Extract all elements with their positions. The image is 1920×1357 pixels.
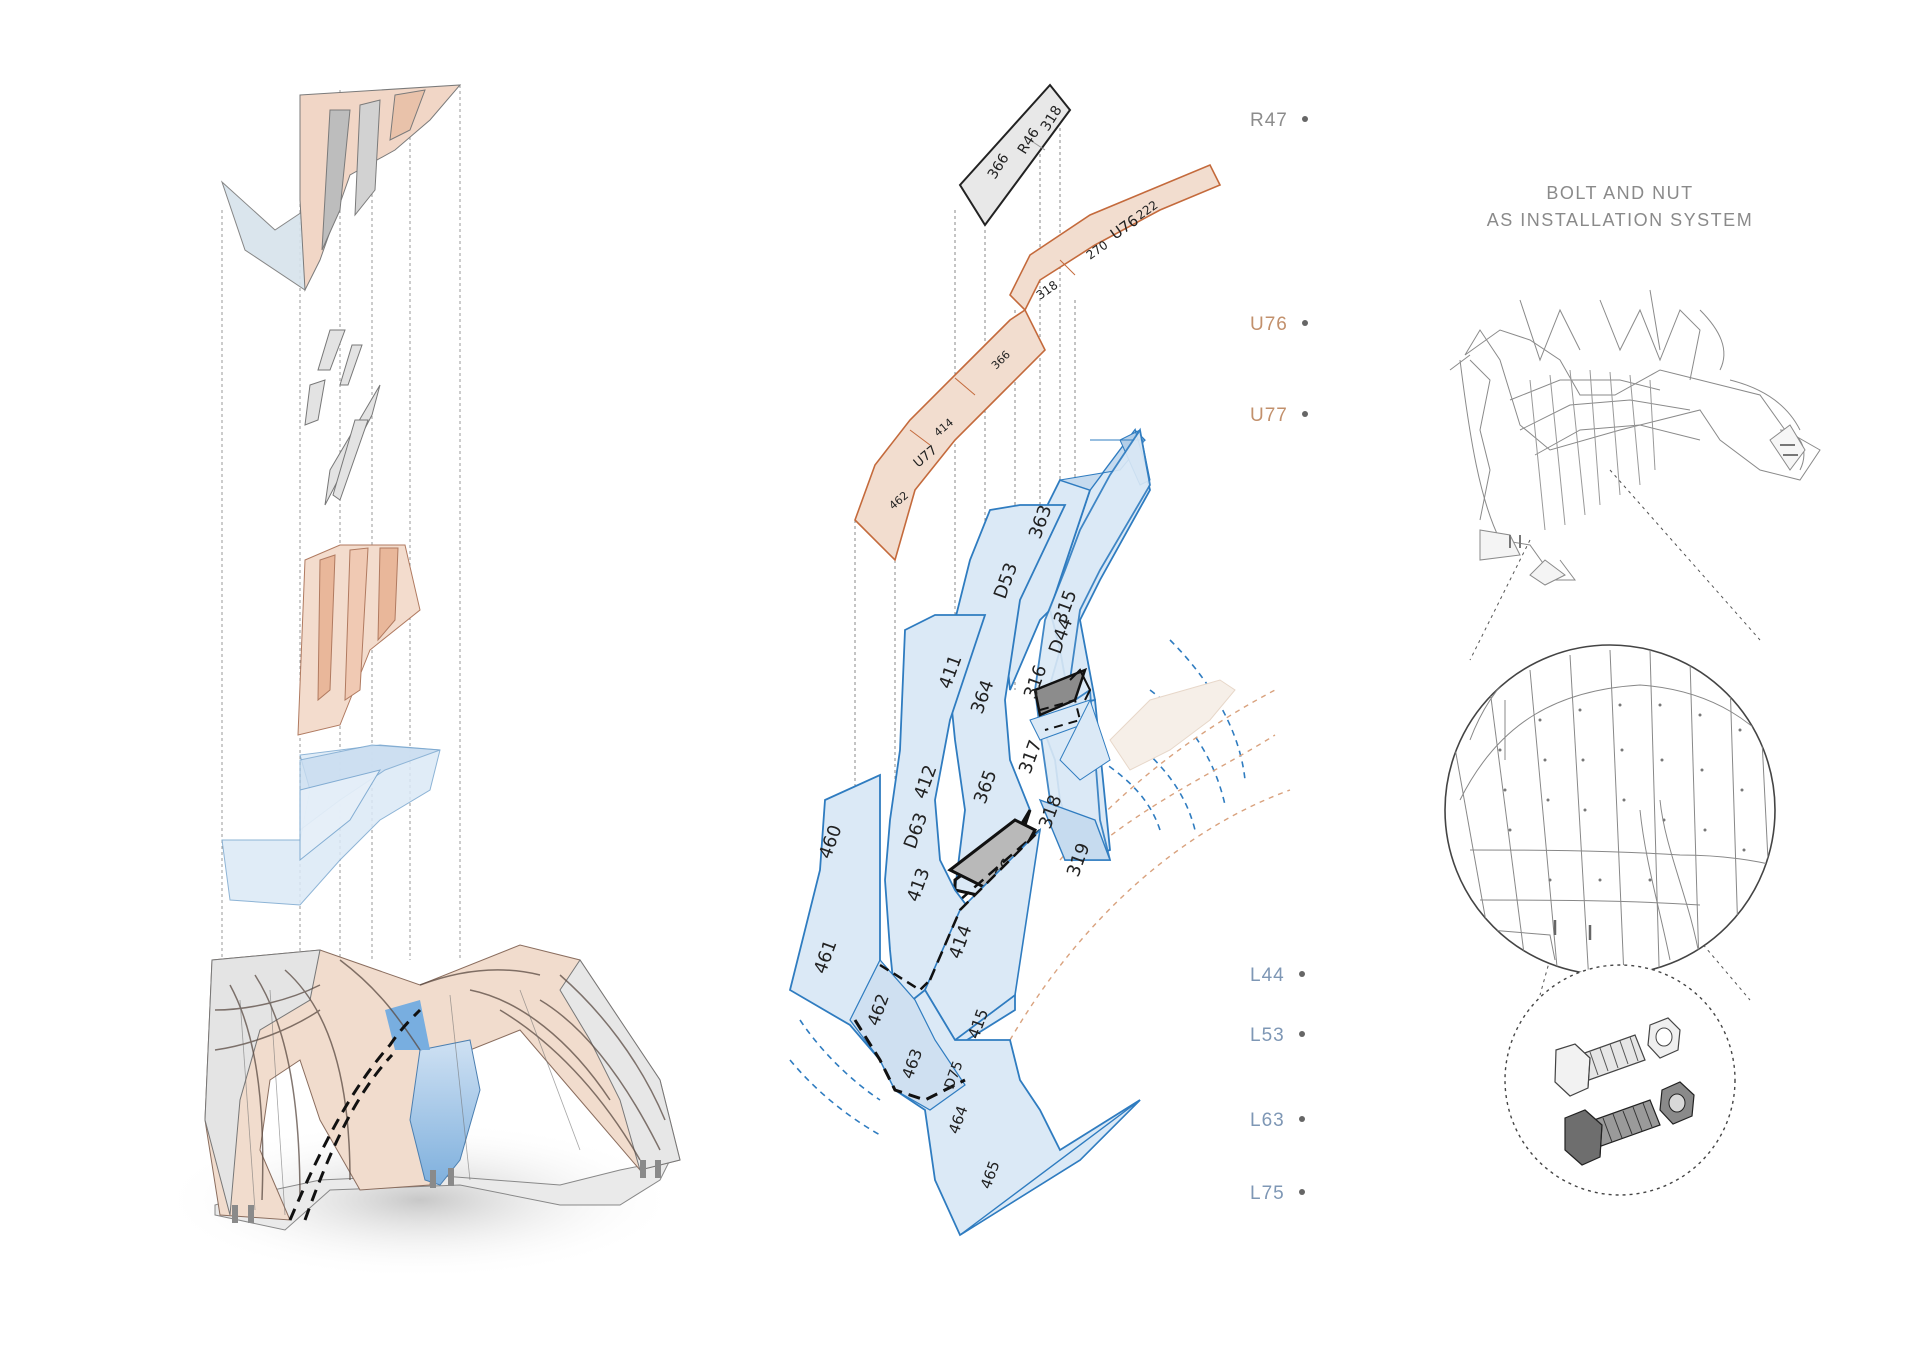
strip-l75: 460 461 462 463 D75 464 465 — [788, 773, 1141, 1237]
strip-r47: 366 R46 318 — [958, 83, 1072, 227]
label-dot — [1298, 1115, 1305, 1122]
strip-label-text: L63 — [1250, 1110, 1285, 1131]
panel-label: 317 — [1015, 737, 1046, 776]
strip-label-l53: L53 — [1250, 1025, 1305, 1047]
label-dot — [1301, 410, 1308, 417]
strip-label-l75: L75 — [1250, 1183, 1305, 1205]
detail-group — [1444, 289, 1821, 1196]
nut-icon — [1659, 1081, 1695, 1125]
strip-label-text: L44 — [1250, 965, 1285, 986]
strip-u77: 462 U77 414 366 — [854, 308, 1046, 562]
pavilion-group — [160, 84, 681, 1280]
strip-label-text: U76 — [1250, 314, 1288, 335]
strip-label-text: L75 — [1250, 1183, 1285, 1204]
strip-label-r47: R47 — [1250, 110, 1308, 132]
strip-u76: 318 270 U76 222 — [1009, 163, 1222, 312]
ground-shadow — [160, 1120, 680, 1280]
label-dot — [1301, 115, 1308, 122]
panel-detail-circle — [1444, 644, 1776, 976]
exploded-layer-copper — [297, 544, 421, 736]
strip-label-u77: U77 — [1250, 405, 1308, 427]
strip-label-text: L53 — [1250, 1025, 1285, 1046]
strip-label-u76: U76 — [1250, 314, 1308, 336]
strip-label-l44: L44 — [1250, 965, 1305, 987]
pavilion-shell — [204, 944, 681, 1223]
exploded-strips: 366 R46 318 318 270 U76 222 462 U77 414 … — [788, 83, 1291, 1237]
pavilion-linework — [1449, 289, 1821, 586]
label-dot — [1298, 1030, 1305, 1037]
exploded-layer-blue — [221, 744, 441, 906]
nut-icon — [1647, 1017, 1681, 1059]
strip-label-text: U77 — [1250, 405, 1288, 426]
strip-label-text: R47 — [1250, 110, 1288, 131]
detail-title-line: BOLT AND NUT — [1546, 183, 1694, 203]
bolt-icon — [1554, 1034, 1646, 1097]
exploded-layer-gray — [304, 329, 381, 506]
strip-l63: 411 412 D63 413 414 415 — [884, 614, 1042, 1062]
detail-title-line: AS INSTALLATION SYSTEM — [1486, 210, 1754, 230]
ghost-strip — [1109, 679, 1236, 771]
bolt-nut-detail — [1504, 964, 1736, 1196]
strip-label-l63: L63 — [1250, 1110, 1305, 1132]
label-dot — [1301, 319, 1308, 326]
label-dot — [1298, 1188, 1305, 1195]
detail-title: BOLT AND NUT AS INSTALLATION SYSTEM — [1470, 180, 1770, 234]
exploded-layer-top — [220, 84, 462, 292]
bolt-icon — [1564, 1099, 1661, 1166]
label-dot — [1298, 970, 1305, 977]
